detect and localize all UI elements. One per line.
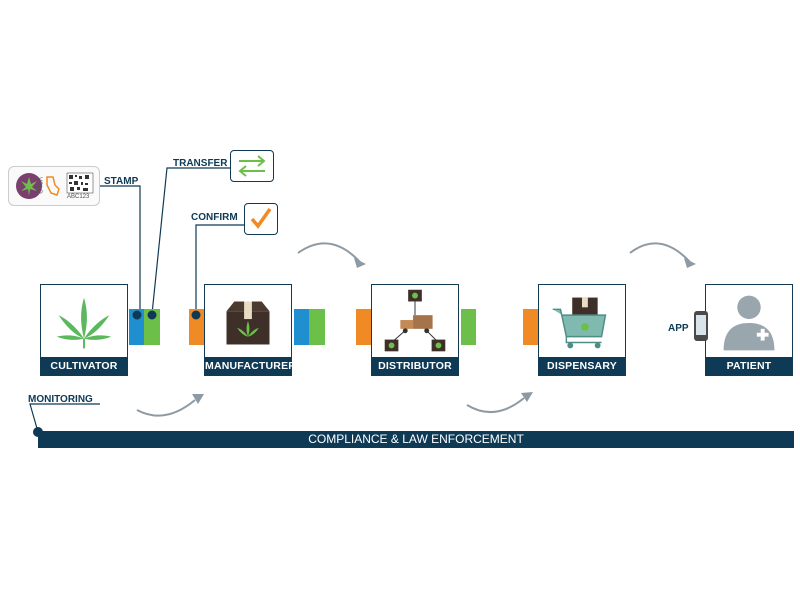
arrow-curve-2 — [297, 242, 361, 263]
stage-distributor: DISTRIBUTOR — [371, 284, 459, 376]
confirm-label: CONFIRM — [191, 212, 238, 223]
manufacturer-out-blue — [294, 309, 309, 345]
arrow-curve-3 — [466, 397, 525, 414]
stage-manufacturer: MANUFACTURER — [204, 284, 296, 376]
checkmark-icon — [244, 203, 278, 235]
box-icon — [226, 301, 270, 345]
distributor-in-orange — [356, 309, 371, 345]
stage-cultivator: CULTIVATOR — [40, 284, 128, 376]
compliance-bar: COMPLIANCE & LAW ENFORCEMENT — [38, 431, 794, 448]
phone-icon — [693, 310, 709, 342]
stage-label-patient: PATIENT — [706, 357, 792, 375]
stamp-tag: VOLO ABC123 — [8, 166, 100, 206]
distributor-out-green — [461, 309, 476, 345]
cultivator-out-green — [144, 309, 160, 345]
app-label: APP — [668, 323, 689, 334]
manufacturer-out-green — [309, 309, 325, 345]
stamp-tag-code: ABC123 — [67, 194, 90, 200]
stage-label-manufacturer: MANUFACTURER — [205, 357, 296, 375]
arrow-curve-4 — [629, 242, 691, 263]
monitoring-label: MONITORING — [28, 394, 93, 405]
truck-network-icon — [384, 289, 446, 352]
stage-label-cultivator: CULTIVATOR — [41, 357, 127, 375]
stage-patient: PATIENT — [705, 284, 793, 376]
patient-icon — [723, 295, 775, 351]
cannabis-leaf-icon — [56, 297, 112, 349]
stage-dispensary: DISPENSARY — [538, 284, 626, 376]
transfer-icon — [230, 150, 274, 182]
stamp-label: STAMP — [104, 176, 139, 187]
stage-label-dispensary: DISPENSARY — [539, 357, 625, 375]
stage-label-distributor: DISTRIBUTOR — [372, 357, 458, 375]
transfer-label: TRANSFER — [173, 158, 228, 169]
shopping-cart-icon — [552, 297, 607, 349]
dispensary-in-orange — [523, 309, 538, 345]
stamp-tag-graphic — [16, 172, 94, 199]
arrow-curve-1 — [136, 399, 196, 417]
